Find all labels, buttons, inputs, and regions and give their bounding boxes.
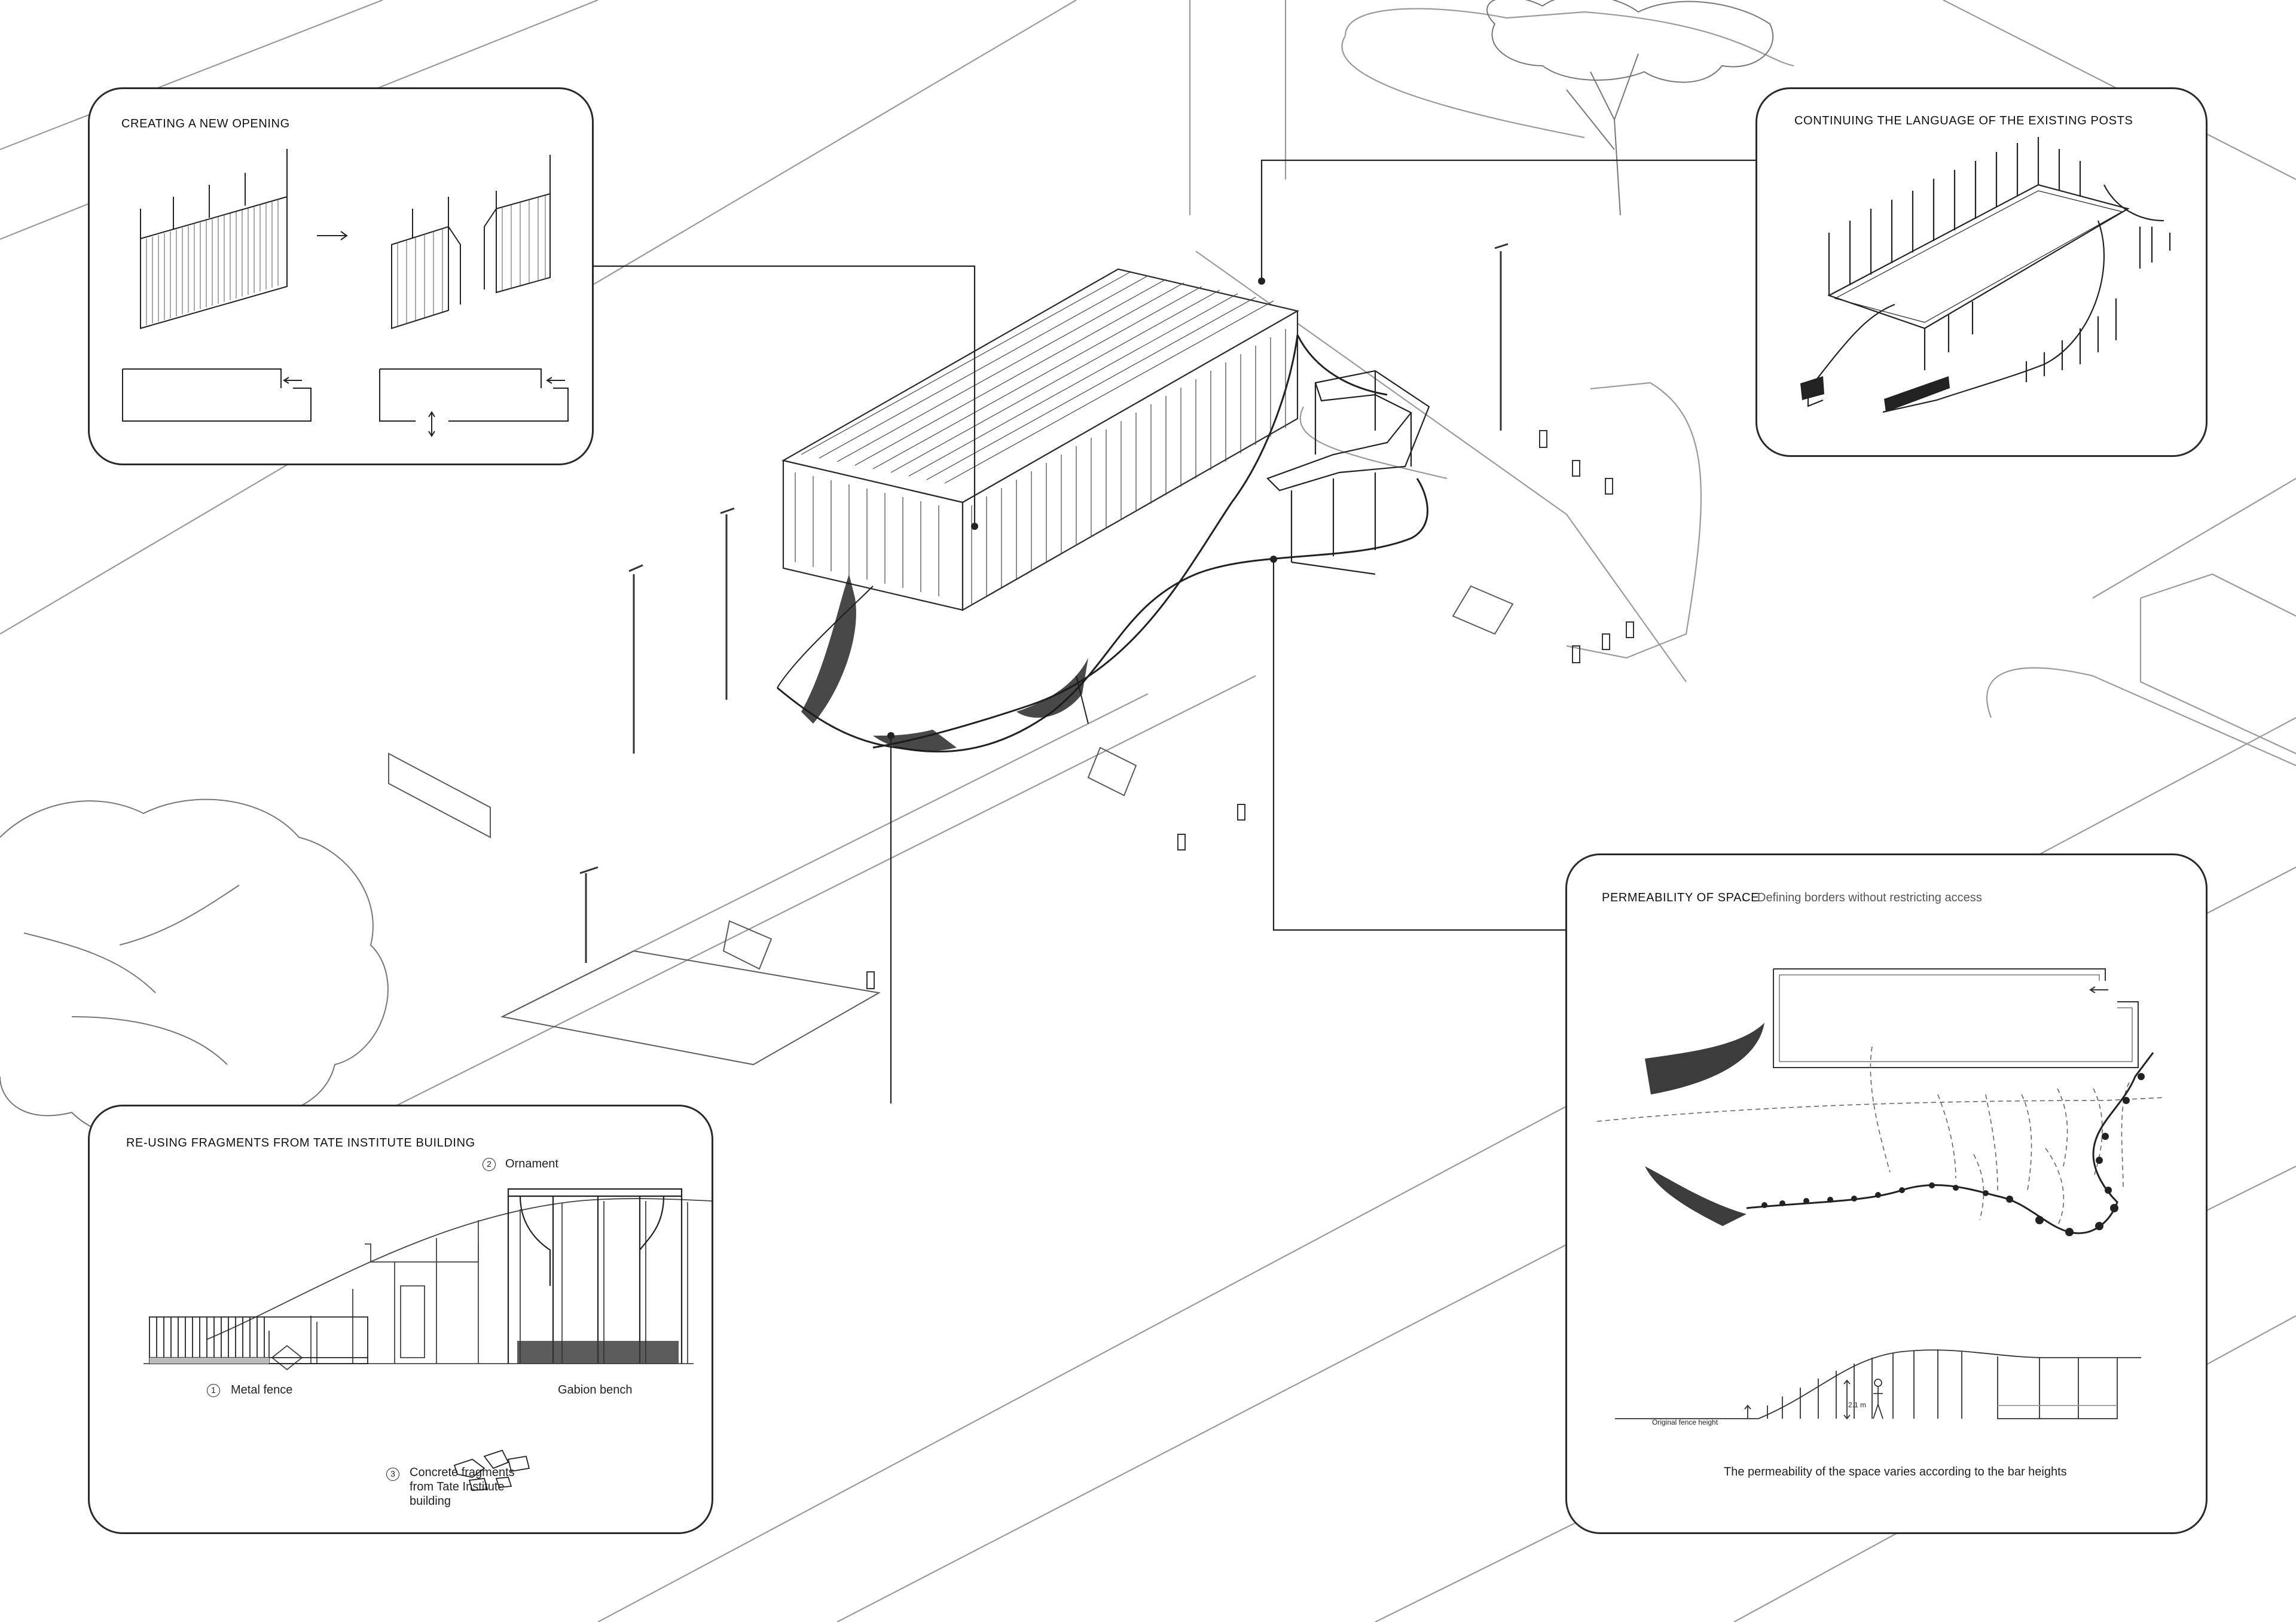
panel-permeability: PERMEABILITY OF SPACE : Defining borders… [1565,853,2208,1534]
lamp-post-icon [579,243,1509,963]
panel-title: PERMEABILITY OF SPACE [1602,891,1760,904]
bar-height-label: 2.1 m [1848,1401,1867,1409]
ornament-label: Ornament [505,1157,558,1170]
building [781,268,1299,611]
bollards [866,430,1634,989]
item-number: 1 [207,1384,220,1397]
ground-plates [388,585,1514,1066]
item-number: 3 [386,1468,399,1481]
human-figure-icon [1873,1379,1883,1419]
posts-sketch [1800,137,2171,413]
panel-reusing-fragments: RE-USING FRAGMENTS FROM TATE INSTITUTE B… [88,1105,713,1534]
panel-existing-posts: CONTINUING THE LANGUAGE OF THE EXISTING … [1755,87,2208,457]
panel-new-opening: CREATING A NEW OPENING [88,87,594,465]
panel-title: CREATING A NEW OPENING [121,117,290,130]
opening-sketches [122,149,569,437]
item-number: 2 [483,1158,496,1171]
permeability-diagram [1596,968,2166,1420]
pavilion [1266,370,1430,575]
gabion-bench-label: Gabion bench [558,1383,633,1397]
fence-height-label: Original fence height [1652,1418,1718,1426]
panel-subtitle: Defining borders without restricting acc… [1757,891,1982,904]
panel-title: RE-USING FRAGMENTS FROM TATE INSTITUTE B… [126,1136,475,1150]
concrete-fragments-label: Concrete fragments from Tate Institute b… [410,1466,515,1508]
leader-dots [887,278,1277,739]
metal-fence-label: Metal fence [231,1383,293,1397]
mesh-net [801,574,1088,751]
tree-icon [1486,0,1774,216]
permeability-caption: The permeability of the space varies acc… [1724,1465,2067,1478]
metal-fence [149,1316,368,1364]
panel-title: CONTINUING THE LANGUAGE OF THE EXISTING … [1794,114,2133,127]
gabion-bench [517,1341,679,1364]
tree-icon [0,798,389,1140]
curved-fence [777,334,1428,753]
fence-base [149,1358,269,1364]
concrete-fragments [453,1449,530,1491]
leader-lines [592,159,1758,1103]
ornament [507,1188,683,1364]
mesh-net [1645,1023,1764,1226]
fragments-elevation [144,1188,712,1491]
title-separator: : [1742,891,1745,904]
